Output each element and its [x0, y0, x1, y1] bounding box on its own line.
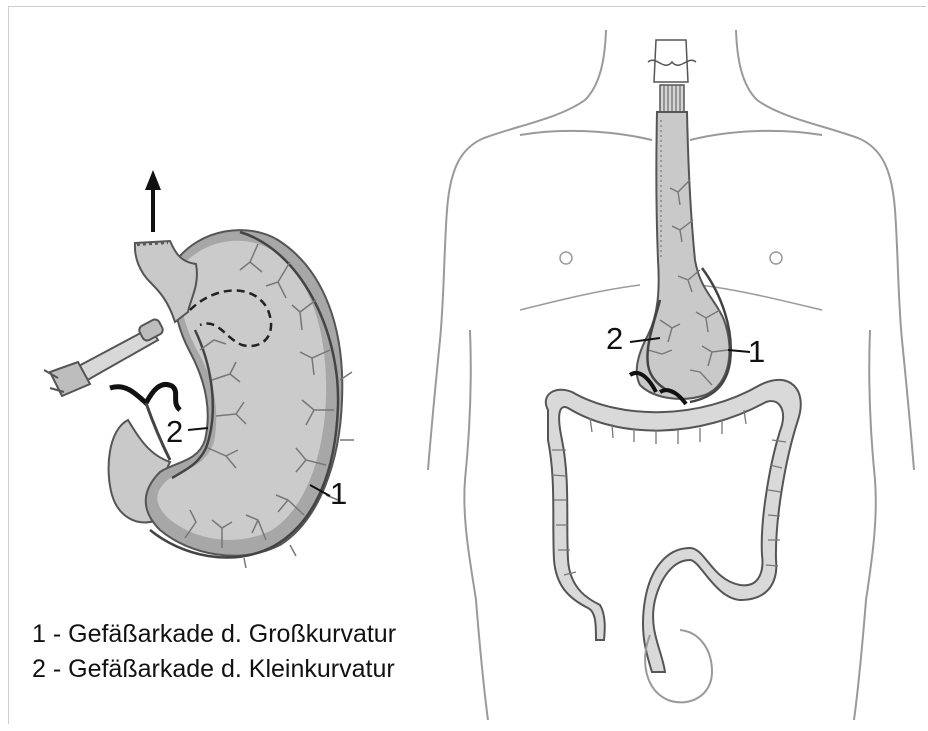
right-body-illustration — [428, 30, 914, 720]
left-gastric-vessel — [110, 384, 180, 410]
nipple-right — [770, 252, 782, 264]
colon-haustra — [552, 410, 786, 575]
callout-1-right: 1 — [748, 336, 765, 367]
callout-leader-2-left — [188, 428, 208, 430]
left-stomach-illustration — [44, 170, 354, 568]
colon — [546, 380, 801, 672]
up-arrow-icon — [145, 170, 161, 232]
nipple-left — [560, 252, 572, 264]
legend-item-lesser-curvature: 2 - Gefäßarkade d. Kleinkurvatur — [32, 657, 395, 682]
legend-item-greater-curvature: 1 - Gefäßarkade d. Großkurvatur — [32, 622, 396, 647]
callout-2-right: 2 — [606, 323, 623, 354]
gastric-tube — [637, 112, 730, 399]
pharynx — [648, 40, 696, 112]
callout-1-left: 1 — [330, 478, 347, 509]
stapler-instrument — [44, 318, 164, 396]
clavicle-right — [690, 131, 822, 140]
clavicle-left — [520, 131, 652, 140]
callout-2-left: 2 — [166, 416, 183, 447]
